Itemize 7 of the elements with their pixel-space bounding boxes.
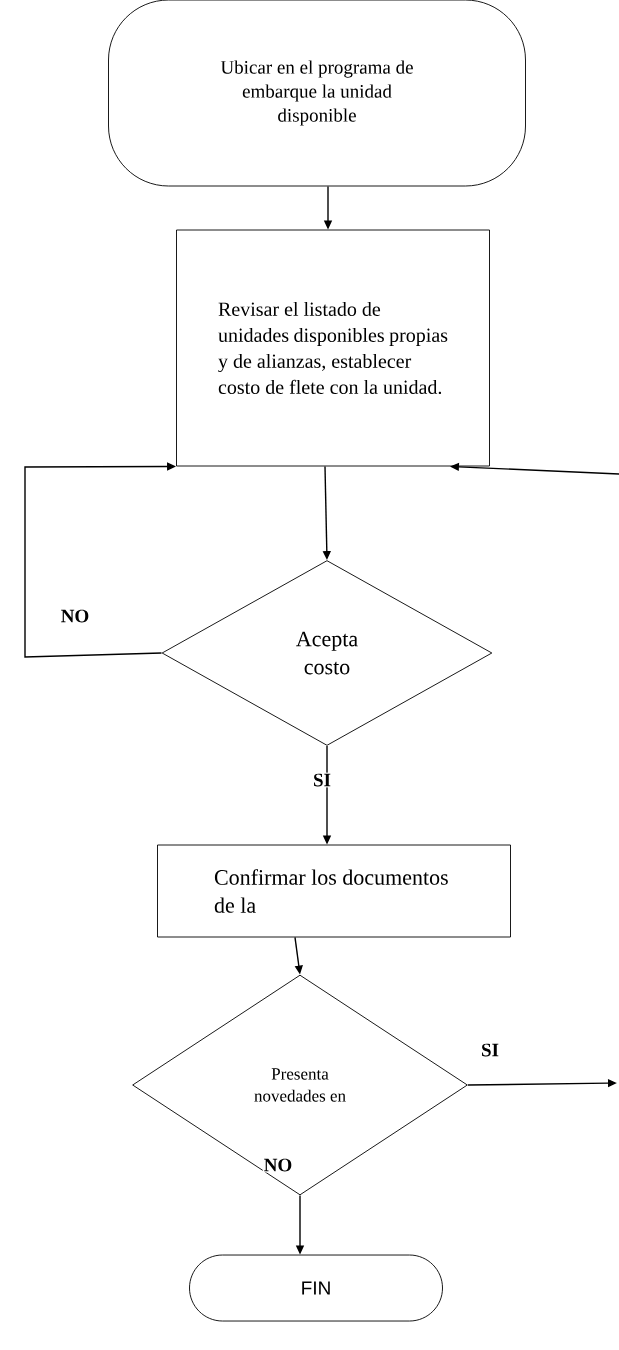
edge-label: SI [312, 772, 332, 788]
edge-label: NO [59, 608, 91, 624]
edge-label: NO [262, 1157, 294, 1173]
edge-label: SI [480, 1042, 500, 1058]
arrow [24, 462, 176, 658]
process-box: Confirmar los documentos de la [157, 844, 511, 938]
process-box: Revisar el listado de unidades disponibles propias y de alianzas, establecer costo de flete con la unidad. [176, 229, 490, 467]
